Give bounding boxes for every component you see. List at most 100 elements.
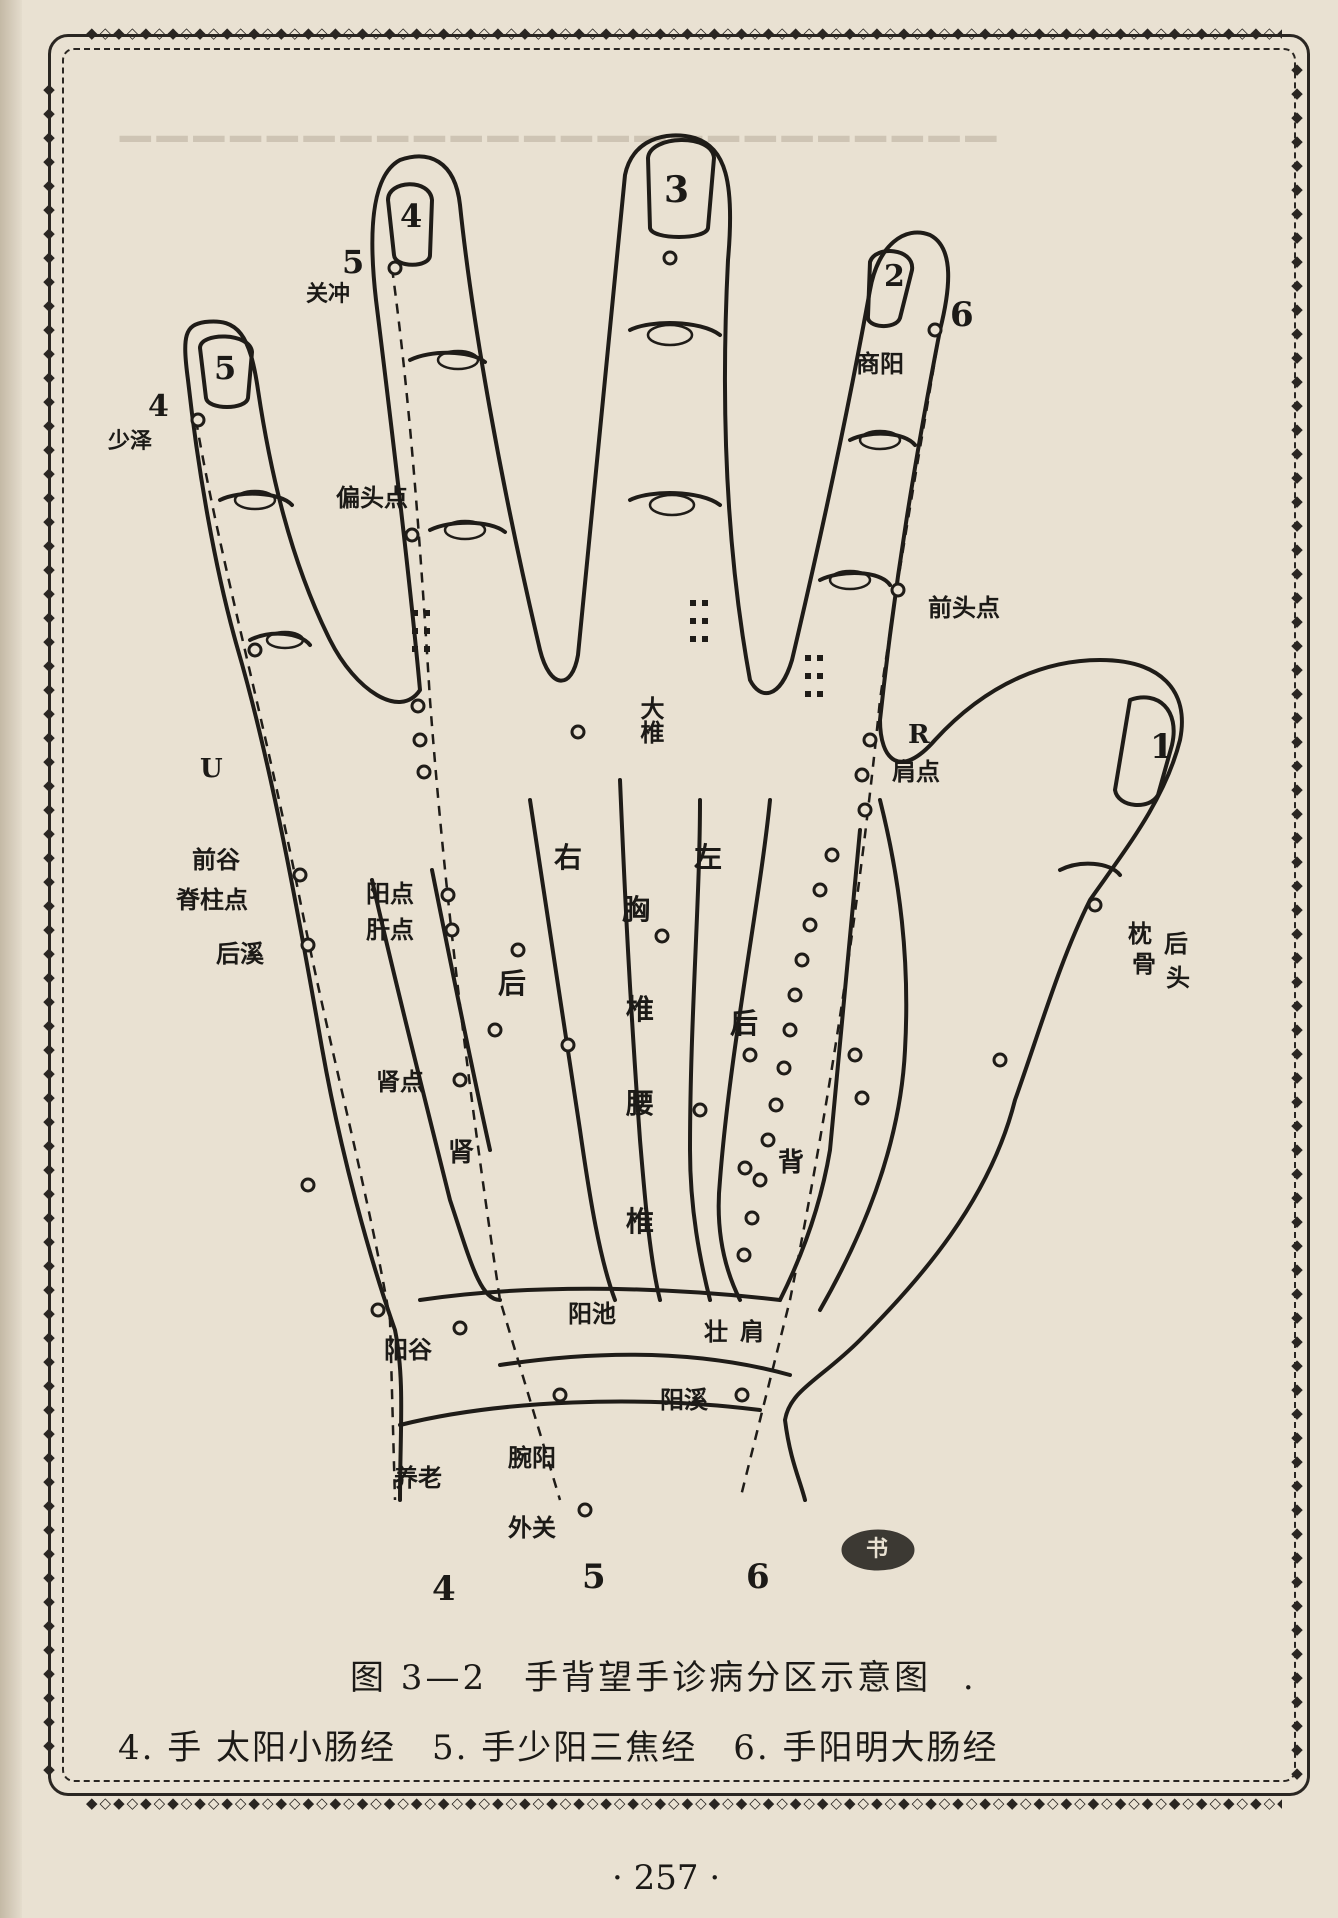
- label-piantou: 偏头点: [336, 483, 408, 512]
- knuckle-eye-5: [858, 429, 902, 451]
- figure-title-dot: .: [962, 1658, 977, 1698]
- bone-1: [370, 878, 502, 1302]
- point-waiguan: [577, 1502, 593, 1518]
- point-little-mid: [247, 642, 263, 658]
- label-dazhui: 大椎: [636, 696, 665, 744]
- point-jian-2: [854, 767, 870, 783]
- label-yanggu: 阳谷: [384, 1335, 432, 1364]
- point-mid-1: [487, 1022, 503, 1038]
- meridian-number-index-top: 6: [950, 295, 974, 335]
- wrist-crease-2: [498, 1352, 792, 1377]
- bleed-through-texture: ▁▁▁▁▁▁▁▁▁▁▁▁▁▁▁▁▁▁▁▁▁▁▁▁: [120, 96, 1003, 142]
- knuckle-eye-6: [828, 569, 872, 591]
- point-guanchong: [387, 260, 403, 276]
- point-qiantou: [890, 582, 906, 598]
- knuckle-eye-1: [646, 323, 694, 347]
- point-middle-tip: [662, 250, 678, 266]
- figure-title-text: 图 3—2 手背望手诊病分区示意图: [350, 1658, 932, 1698]
- point-column-7: [776, 1060, 792, 1076]
- point-column-3: [802, 917, 818, 933]
- nail-ring: [386, 182, 434, 267]
- point-yanggu: [370, 1302, 386, 1318]
- label-jian-wrist: 肩: [740, 1317, 764, 1346]
- point-column-6: [782, 1022, 798, 1038]
- point-back-2: [737, 1160, 753, 1176]
- label-you: 右: [554, 841, 583, 874]
- label-yangchi: 阳池: [568, 1299, 616, 1328]
- knuckle-index-2: [818, 571, 892, 587]
- point-column-4: [794, 952, 810, 968]
- meridian-triple-burner: [390, 267, 562, 1501]
- point-shen: [452, 1072, 468, 1088]
- label-zhui-1: 椎: [626, 993, 655, 1026]
- point-column-1: [824, 847, 840, 863]
- meridian-number-little-top: 4: [148, 389, 169, 424]
- page-frame-outer: [48, 34, 1310, 1796]
- meridian-number-ring-top: 5: [342, 243, 365, 281]
- label-jiandian: 肩点: [892, 757, 940, 786]
- point-mid-2: [560, 1037, 576, 1053]
- finger-number-index: 2: [884, 259, 905, 294]
- point-zhengu: [1087, 897, 1103, 913]
- label-qiantou: 前头点: [928, 593, 1000, 622]
- point-yangchi: [552, 1387, 568, 1403]
- label-hou-right: 后: [730, 1007, 759, 1040]
- label-wanyang: 腕阳: [508, 1443, 556, 1472]
- knuckle-eye-4: [443, 519, 487, 541]
- point-piantou: [404, 527, 420, 543]
- point-jian-3: [857, 802, 873, 818]
- knuckle-middle-1: [628, 321, 722, 337]
- meridian-number-wrist-6: 6: [746, 1557, 770, 1597]
- point-yanggu-2: [452, 1320, 468, 1336]
- meridian-number-wrist-5: 5: [582, 1557, 606, 1597]
- bone-7: [778, 828, 862, 1302]
- meridian-number-wrist-4: 4: [432, 1569, 456, 1609]
- knuckle-eye-8: [265, 630, 305, 650]
- point-column-10: [752, 1172, 768, 1188]
- label-zhui-2: 椎: [626, 1205, 655, 1238]
- point-ring-3: [416, 764, 432, 780]
- point-back-1: [742, 1047, 758, 1063]
- point-yang: [440, 887, 456, 903]
- stamp-glyph: 书: [866, 1536, 889, 1562]
- label-houxi: 后溪: [216, 939, 264, 968]
- point-right-1: [847, 1047, 863, 1063]
- point-ring-1: [410, 698, 426, 714]
- point-hou-mid: [510, 942, 526, 958]
- point-yao: [692, 1102, 708, 1118]
- nail-little: [198, 334, 254, 409]
- label-bei: 背: [778, 1148, 805, 1178]
- figure-title: 图 3—2 手背望手诊病分区示意图 .: [350, 1650, 977, 1699]
- library-stamp: [841, 1529, 915, 1571]
- point-houxi: [300, 937, 316, 953]
- hand-outline: [183, 133, 1184, 1502]
- label-r-zone: R: [908, 720, 930, 750]
- bottom-diamond-border: ◆◇◆◇◆◇◆◇◆◇◆◇◆◇◆◇◆◇◆◇◆◇◆◇◆◇◆◇◆◇◆◇◆◇◆◇◆◇◆◇…: [86, 1794, 1282, 1812]
- knuckle-eye-2: [648, 493, 696, 517]
- finger-number-middle: 3: [664, 169, 690, 211]
- label-xiong: 胸: [622, 893, 651, 926]
- finger-number-little: 5: [214, 349, 237, 387]
- point-shaoze: [190, 412, 206, 428]
- label-hou-mid: 后: [498, 967, 527, 1000]
- point-column-8: [768, 1097, 784, 1113]
- point-qiangu: [292, 867, 308, 883]
- label-gandian: 肝点: [366, 915, 414, 944]
- knuckle-index-1: [848, 431, 917, 447]
- nail-index: [866, 249, 915, 328]
- label-yangxi: 阳溪: [660, 1385, 708, 1414]
- knuckle-eye-7: [233, 489, 277, 511]
- figure-legend: 4. 手 太阳小肠经 5. 手少阳三焦经 6. 手阳明大肠经: [118, 1728, 999, 1768]
- point-column-9: [760, 1132, 776, 1148]
- label-yao: 腰: [626, 1087, 655, 1120]
- finger-number-thumb: 1: [1150, 727, 1174, 767]
- meridian-small-intestine: [194, 419, 397, 1501]
- label-zuo: 左: [694, 841, 723, 874]
- point-xiong: [654, 928, 670, 944]
- bone-3: [528, 798, 617, 1302]
- point-jian-1: [862, 732, 878, 748]
- label-shen: 肾: [448, 1138, 475, 1168]
- knuckle-middle-2: [628, 491, 722, 507]
- knuckle-ring-2: [428, 520, 507, 534]
- label-shendian: 肾点: [376, 1067, 424, 1096]
